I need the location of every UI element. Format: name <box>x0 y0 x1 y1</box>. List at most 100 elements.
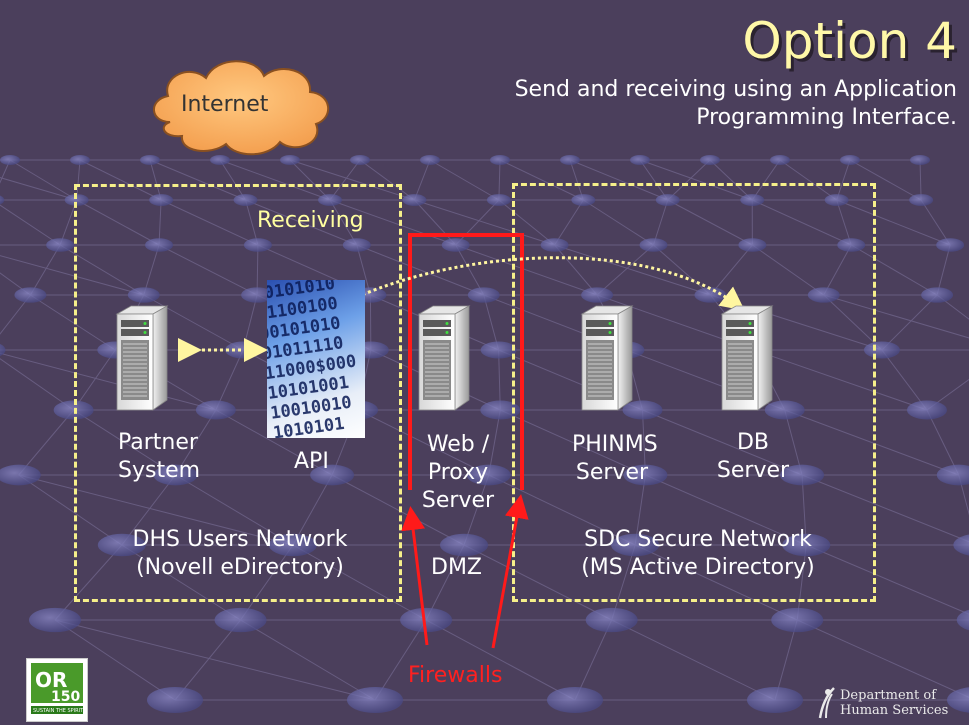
mesh-node <box>738 238 767 252</box>
db-label-2: Server <box>716 458 790 483</box>
mesh-node <box>560 155 580 165</box>
mesh-node <box>585 607 638 633</box>
mesh-node <box>53 400 94 420</box>
mesh-node <box>782 533 831 557</box>
svg-text:150: 150 <box>51 689 80 705</box>
mesh-node <box>310 464 355 486</box>
partner-label-1: Partner <box>118 430 198 455</box>
internet-label: Internet <box>181 92 269 117</box>
subtitle-line-2: Programming Interface. <box>696 105 957 130</box>
mesh-node <box>956 609 969 631</box>
mesh-node <box>655 194 680 206</box>
mesh-node <box>780 464 825 486</box>
dhs-network-zone <box>74 184 402 602</box>
firewall-arrow-right <box>491 494 529 649</box>
mesh-node <box>771 607 824 633</box>
mesh-node <box>0 343 6 357</box>
mesh-node <box>466 464 511 486</box>
mesh-node <box>953 534 969 556</box>
mesh-node <box>243 238 272 252</box>
mesh-node <box>906 400 947 420</box>
partner-server-icon <box>116 305 168 411</box>
firewall-arrow-left <box>401 506 429 646</box>
db-server-icon <box>721 305 773 411</box>
mesh-node <box>46 238 75 252</box>
mesh-node <box>486 194 511 206</box>
mesh-node <box>140 155 160 165</box>
api-db-arrow <box>335 256 745 316</box>
mesh-node <box>840 155 860 165</box>
mesh-node <box>97 533 146 557</box>
dhs-logo-line-2: Human Services <box>840 703 949 718</box>
mesh-node <box>540 238 569 252</box>
phinms-label-2: Server <box>575 460 649 485</box>
mesh-node <box>547 687 603 713</box>
svg-text:OR: OR <box>35 668 67 692</box>
dhs-logo-line-1: Department of <box>840 688 937 703</box>
dhs-logo-icon <box>818 687 835 719</box>
mesh-node <box>350 155 370 165</box>
mesh-node <box>70 155 90 165</box>
mesh-node <box>936 464 969 486</box>
mesh-node <box>480 341 517 359</box>
slide-title: Option 4 <box>742 12 957 70</box>
web-label-1: Web / <box>426 432 490 457</box>
mesh-node <box>147 687 203 713</box>
mesh-node <box>233 194 258 206</box>
mesh-node <box>347 687 403 713</box>
dmz-label: DMZ <box>431 555 482 580</box>
mesh-node <box>824 194 849 206</box>
mesh-node <box>195 400 236 420</box>
firewalls-label: Firewalls <box>408 663 503 688</box>
mesh-node <box>127 287 160 303</box>
mesh-node <box>611 533 660 557</box>
svg-text:SUSTAIN THE SPIRIT: SUSTAIN THE SPIRIT <box>33 708 84 714</box>
mesh-node <box>214 607 267 633</box>
internet-cloud-icon <box>153 60 330 156</box>
phinms-server-icon <box>581 305 633 411</box>
oregon-150-logo: OR 150 SUSTAIN THE SPIRIT <box>26 658 88 722</box>
mesh-node <box>0 155 20 165</box>
mesh-node <box>909 194 934 206</box>
mesh-node <box>441 238 470 252</box>
mesh-node <box>149 194 174 206</box>
mesh-node <box>807 287 840 303</box>
web-label-2: Proxy <box>427 460 489 485</box>
mesh-node <box>747 687 803 713</box>
mesh-node <box>420 155 440 165</box>
receiving-label: Receiving <box>257 208 364 233</box>
phinms-label-1: PHINMS <box>572 432 658 457</box>
mesh-node <box>700 155 720 165</box>
mesh-node <box>630 155 650 165</box>
mesh-node <box>490 155 510 165</box>
sdc-network-label-2: (MS Active Directory) <box>581 555 815 580</box>
firewall-bracket <box>408 233 524 490</box>
mesh-node <box>622 400 663 420</box>
mesh-node <box>29 607 81 633</box>
dhs-network-label-1: DHS Users Network <box>132 527 348 552</box>
mesh-node <box>145 238 174 252</box>
mesh-node <box>0 464 41 486</box>
mesh-node <box>740 194 765 206</box>
partner-label-2: System <box>118 458 201 483</box>
mesh-node <box>837 238 866 252</box>
subtitle-line-1: Send and receiving using an Application <box>514 77 957 102</box>
mesh-node <box>863 341 900 359</box>
db-label-1: DB <box>736 430 770 455</box>
mesh-node <box>153 464 198 486</box>
mesh-node <box>280 155 300 165</box>
mesh-node <box>210 155 230 165</box>
mesh-node <box>241 287 274 303</box>
mesh-node <box>400 607 453 633</box>
sdc-network-zone <box>512 183 876 602</box>
mesh-node <box>921 287 954 303</box>
mesh-node <box>639 238 668 252</box>
web-label-3: Server <box>421 488 495 513</box>
mesh-node <box>342 238 371 252</box>
dhs-network-label-2: (Novell eDirectory) <box>136 555 344 580</box>
mesh-node <box>770 155 790 165</box>
